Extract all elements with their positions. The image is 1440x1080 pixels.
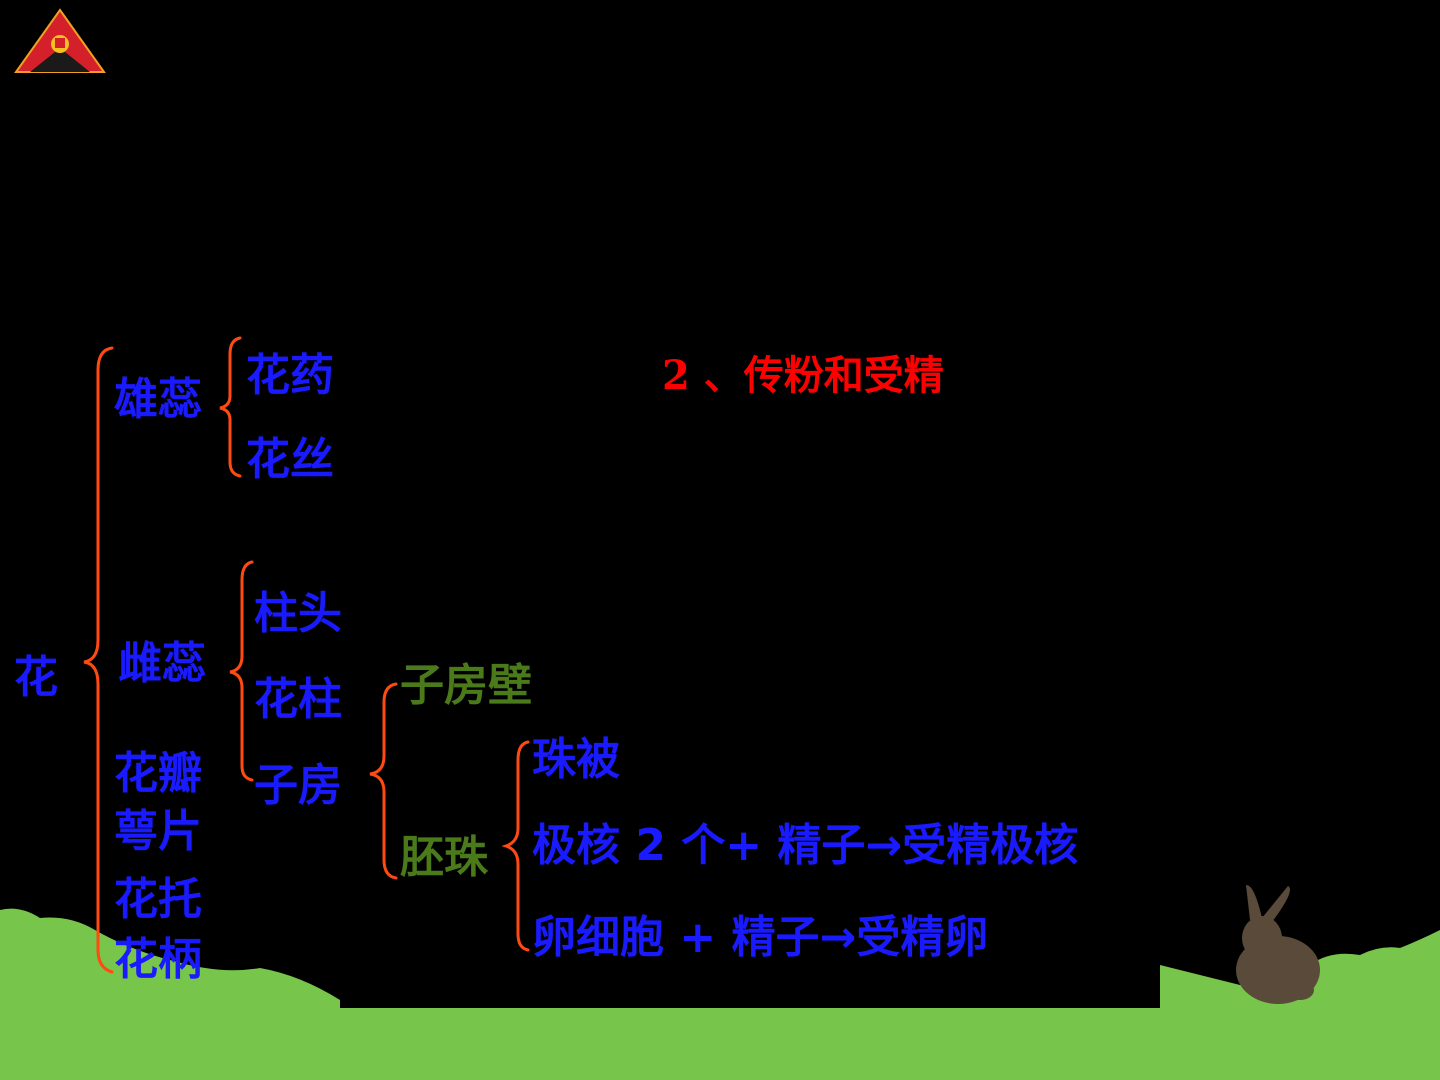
node-xiongrui: 雄蕊 <box>114 374 202 425</box>
node-huazhu: 花柱 <box>254 674 342 725</box>
node-peizhu: 胚珠 <box>400 832 488 883</box>
node-zhubei: 珠被 <box>532 734 620 785</box>
node-huatuo: 花托 <box>114 874 202 925</box>
node-cirui: 雌蕊 <box>118 638 206 689</box>
node-zhutou: 柱头 <box>254 588 342 639</box>
node-huabing: 花柄 <box>114 934 202 985</box>
brace-hua <box>83 346 114 974</box>
node-zifangbi: 子房壁 <box>400 660 532 711</box>
node-hua: 花 <box>14 652 58 703</box>
slide-title: 2 、传粉和受精 <box>662 352 944 399</box>
brace-xiongrui <box>219 336 242 478</box>
node-zifang: 子房 <box>254 760 342 811</box>
brace-zifang <box>369 682 398 880</box>
rabbit-icon <box>1236 884 1320 1004</box>
node-jihe-line: 极核 2 个+ 精子→受精极核 <box>532 820 1079 871</box>
node-huasi: 花丝 <box>246 434 334 485</box>
node-luanxibao-line: 卵细胞 + 精子→受精卵 <box>532 912 989 963</box>
emblem-triangle-icon <box>14 8 106 73</box>
node-huaban: 花瓣 <box>114 748 202 799</box>
brace-cirui <box>229 560 254 782</box>
brace-peizhu <box>501 740 530 952</box>
node-epian: 萼片 <box>114 806 202 857</box>
node-huayao: 花药 <box>246 350 334 401</box>
